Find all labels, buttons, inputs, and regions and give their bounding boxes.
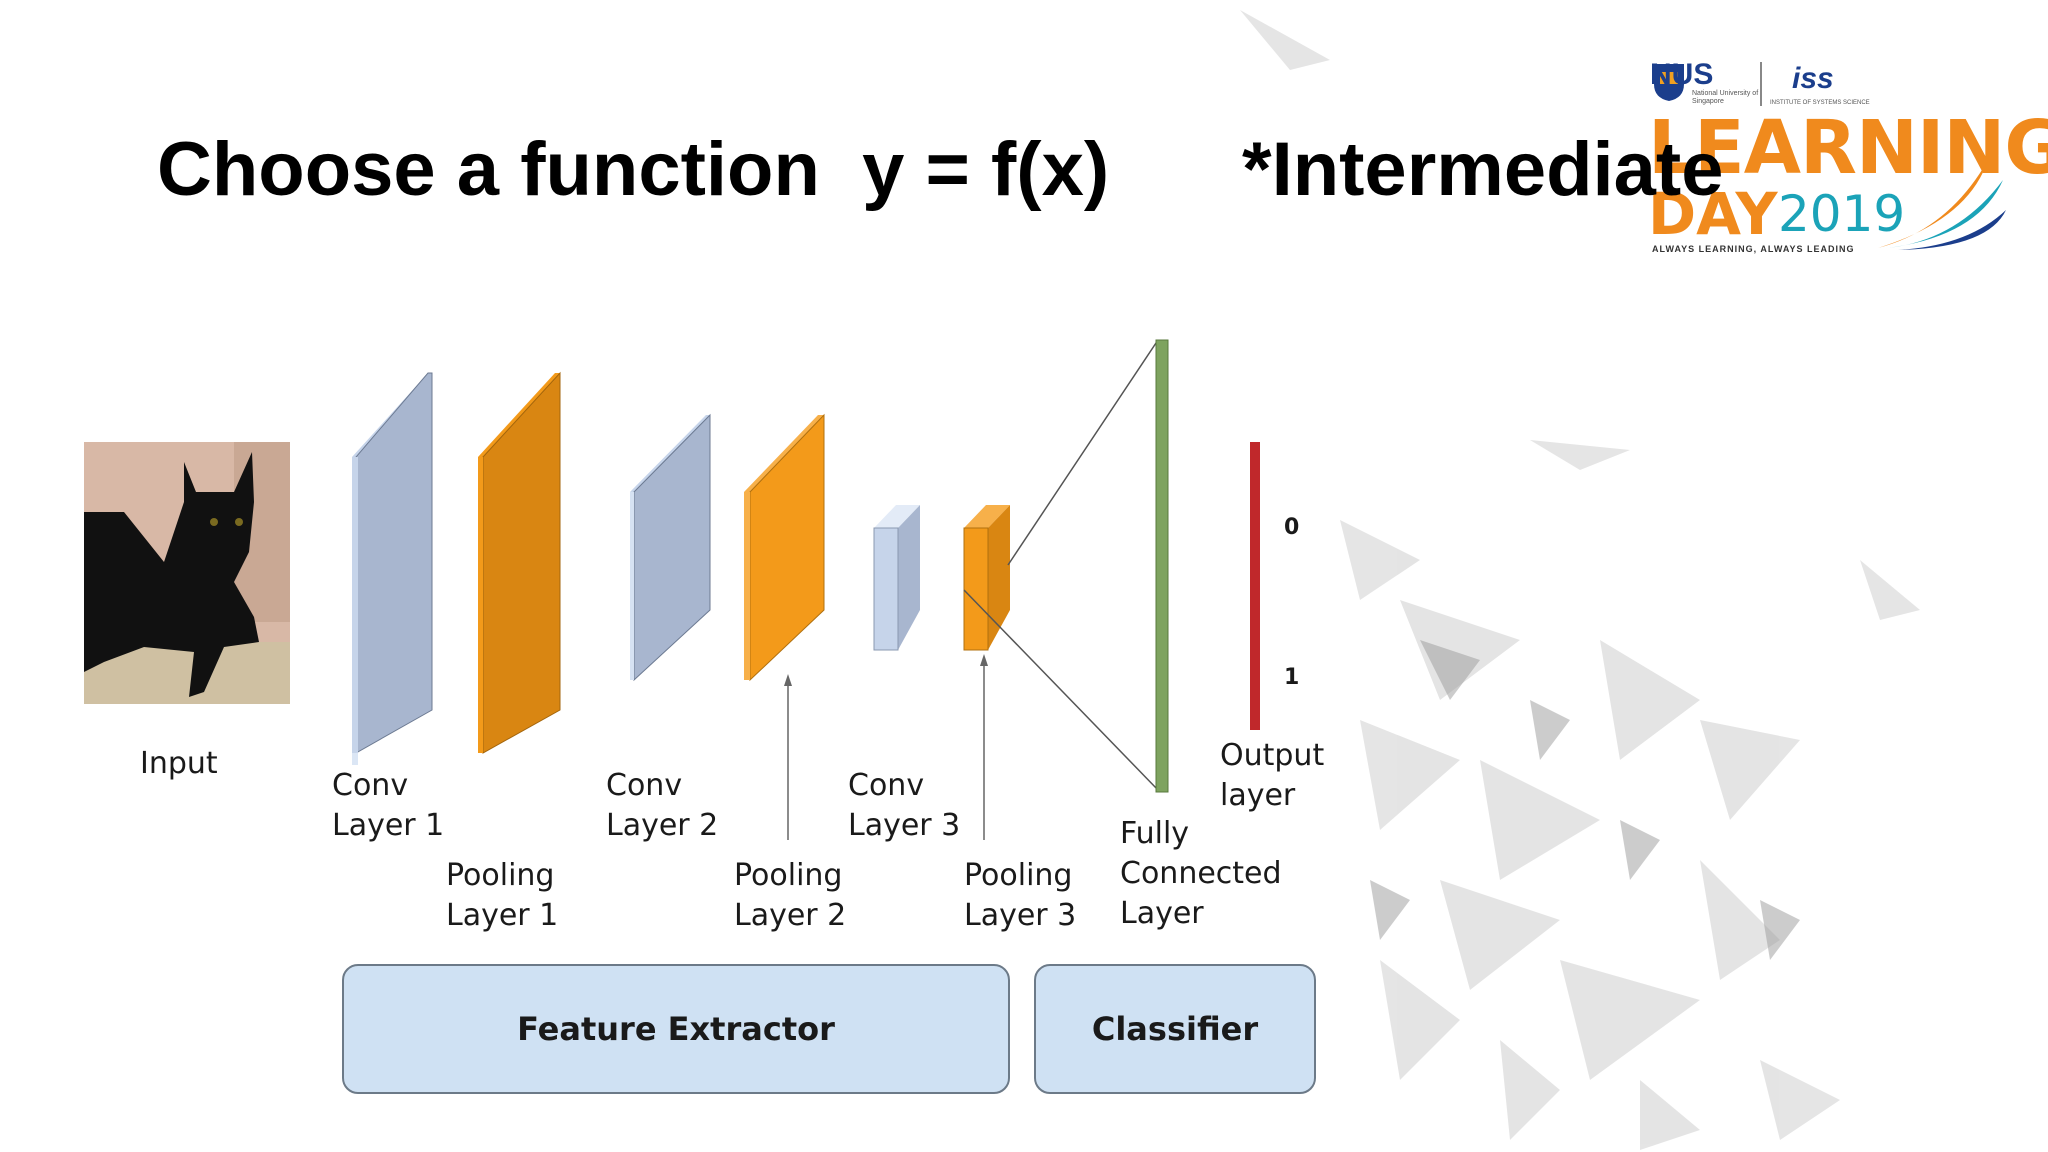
conv-layer-1-block (352, 373, 432, 765)
cnn-layers (300, 320, 1700, 880)
pooling-layer-3-label: Pooling Layer 3 (964, 856, 1076, 936)
pooling-2-arrow (784, 674, 792, 840)
fc-connector-bottom (964, 590, 1158, 790)
pooling-layer-1-label: Pooling Layer 1 (446, 856, 558, 936)
fully-connected-layer-label: Fully Connected Layer (1120, 814, 1282, 934)
conv-layer-2-block (630, 415, 710, 680)
logo-iss: iss (1792, 62, 1834, 96)
pooling-layer-2-label: Pooling Layer 2 (734, 856, 846, 936)
input-cat-image (84, 442, 290, 704)
classifier-box: Classifier (1034, 964, 1316, 1094)
output-tick-1: 1 (1284, 658, 1299, 698)
feature-extractor-box: Feature Extractor (342, 964, 1010, 1094)
output-layer-label: Output layer (1220, 736, 1324, 816)
feature-extractor-label: Feature Extractor (517, 1010, 835, 1048)
fully-connected-layer-bar (1156, 340, 1168, 792)
pooling-3-arrow (980, 654, 988, 840)
classifier-label: Classifier (1092, 1010, 1258, 1048)
logo-nus: NUS (1650, 58, 1713, 92)
conv-layer-2-label: Conv Layer 2 (606, 766, 718, 846)
logo-divider (1760, 62, 1762, 106)
logo-tagline: ALWAYS LEARNING, ALWAYS LEADING (1652, 244, 1855, 254)
conv-layer-3-block (874, 505, 920, 650)
output-tick-0: 0 (1284, 508, 1299, 548)
slide-title: Choose a function y = f(x) (157, 122, 1109, 218)
pooling-layer-2-block (744, 415, 824, 680)
logo-swoosh-icon (1878, 140, 2008, 250)
conv-layer-1-label: Conv Layer 1 (332, 766, 444, 846)
conv-layer-3-label: Conv Layer 3 (848, 766, 960, 846)
pooling-layer-3-block (964, 505, 1010, 650)
input-label: Input (140, 744, 218, 784)
pooling-layer-1-block (478, 373, 560, 753)
output-layer-bar (1250, 442, 1260, 730)
fc-connector-top (1008, 340, 1158, 565)
difficulty-tag: *Intermediate (1242, 122, 1724, 218)
